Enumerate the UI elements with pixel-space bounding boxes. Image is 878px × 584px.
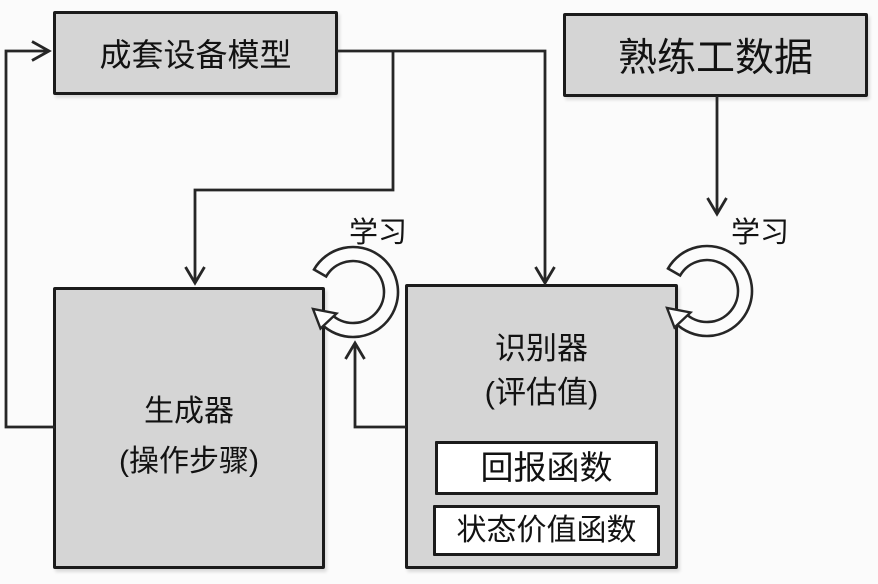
learning-loop-generator-icon — [311, 245, 400, 339]
node-generator-subtitle: (操作步骤) — [119, 445, 259, 478]
node-state-value-function: 状态价值函数 — [433, 505, 660, 556]
node-reward-function-label: 回报函数 — [480, 449, 613, 486]
loop-ring — [312, 245, 400, 339]
label-learn-generator: 学习 — [348, 217, 408, 249]
node-expert-data-label: 熟练工数据 — [617, 37, 813, 80]
node-equipment-model-label: 成套设备模型 — [99, 37, 292, 73]
node-reward-function: 回报函数 — [435, 441, 658, 495]
node-equipment-model: 成套设备模型 — [53, 11, 338, 95]
arrowhead-to-generator-loop-icon — [344, 340, 366, 360]
connector-discriminator-to-generator-loop — [353, 346, 406, 429]
learning-loop-discriminator-icon — [665, 244, 754, 338]
node-generator-title: 生成器 — [144, 395, 234, 428]
node-generator: 生成器 (操作步骤) — [53, 287, 325, 569]
arrowhead-to-generator-icon — [184, 266, 206, 286]
connector-generator-to-model — [4, 49, 55, 429]
node-discriminator-title: 识别器 — [495, 331, 588, 366]
arrowhead-expert-learning-icon — [706, 197, 728, 217]
node-expert-data: 熟练工数据 — [563, 13, 868, 97]
arrowhead-to-discriminator-icon — [534, 266, 556, 286]
node-discriminator-subtitle: (评估值) — [484, 375, 599, 410]
loop-ring — [666, 244, 754, 338]
node-state-value-function-label: 状态价值函数 — [456, 513, 637, 547]
arrowhead-to-model-icon — [31, 40, 52, 62]
node-discriminator: 识别器 (评估值) 回报函数 状态价值函数 — [405, 284, 678, 569]
label-learn-discriminator: 学习 — [730, 217, 790, 249]
